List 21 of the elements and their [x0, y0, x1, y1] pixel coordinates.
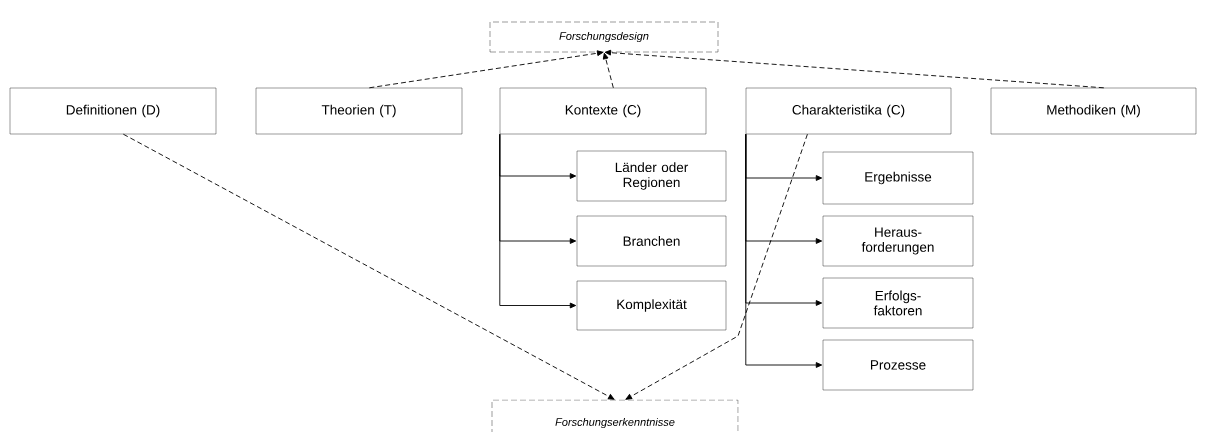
subcategory-box: Ergebnisse — [822, 151, 974, 205]
subcategory-box: Komplexität — [576, 280, 727, 331]
dashed-box: Forschungsdesign — [489, 21, 719, 53]
dashed-arrow — [122, 133, 615, 400]
subcategory-box: Erfolgs- faktoren — [822, 277, 974, 329]
category-box: Methodiken (M) — [990, 87, 1197, 135]
connector-arrow — [499, 133, 577, 309]
connector-arrow — [745, 133, 823, 368]
dashed-arrow — [602, 52, 614, 89]
category-box: Theorien (T) — [255, 87, 463, 135]
category-box: Definitionen (D) — [9, 87, 217, 135]
category-box: Kontexte (C) — [499, 87, 707, 135]
dashed-arrow — [625, 133, 808, 400]
subcategory-box: Prozesse — [822, 339, 974, 391]
subcategory-box: Heraus- forderungen — [822, 215, 974, 267]
dashed-box: Forschungserkenntnisse — [491, 399, 739, 432]
subcategory-box: Länder oder Regionen — [576, 150, 727, 202]
category-box: Charakteristika (C) — [745, 87, 952, 135]
dashed-arrow — [368, 50, 604, 89]
dashed-arrow — [604, 49, 1105, 89]
subcategory-box: Branchen — [576, 215, 727, 267]
